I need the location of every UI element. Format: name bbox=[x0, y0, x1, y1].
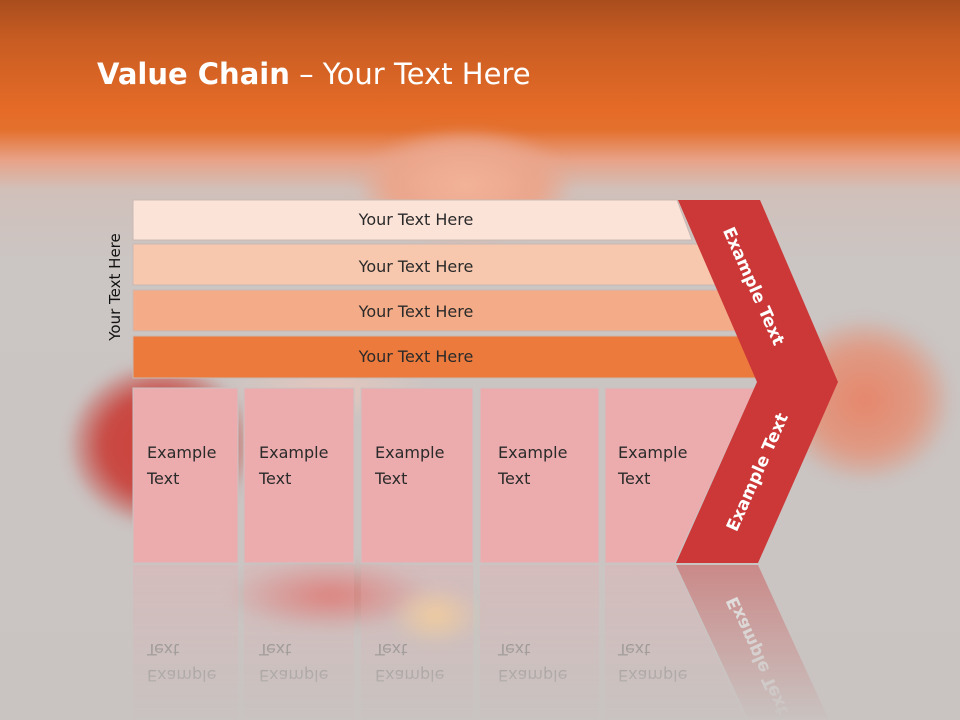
reflection-text-5: ExampleText bbox=[617, 640, 687, 685]
bar-label-2: Your Text Here bbox=[358, 257, 474, 276]
reflection-cell-4 bbox=[480, 565, 599, 720]
bar-label-4: Your Text Here bbox=[358, 347, 474, 366]
cell-box-1[interactable] bbox=[132, 387, 239, 564]
reflection-chevron bbox=[676, 565, 829, 720]
reflection-cell-2 bbox=[244, 565, 354, 720]
reflection-text-4: ExampleText bbox=[497, 640, 567, 685]
reflection-text-3: ExampleText bbox=[374, 640, 444, 685]
diagram-reflection: ExampleText ExampleText ExampleText Exam… bbox=[133, 565, 829, 720]
bar-shape-1[interactable] bbox=[132, 199, 693, 241]
bar-label-3: Your Text Here bbox=[358, 302, 474, 321]
cell-box-4[interactable] bbox=[479, 387, 600, 564]
cell-box-3[interactable] bbox=[360, 387, 474, 564]
bar-label-1: Your Text Here bbox=[358, 210, 474, 229]
reflection-text-1: ExampleText bbox=[146, 640, 216, 685]
reflection-cell-1 bbox=[133, 565, 238, 720]
bar-row: Your Text Here Your Text Here Your Text … bbox=[132, 199, 763, 379]
reflection-cell-5 bbox=[605, 565, 746, 720]
page-title: Value Chain – Your Text Here bbox=[97, 52, 531, 96]
reflection-cell-3 bbox=[361, 565, 473, 720]
cell-box-2[interactable] bbox=[243, 387, 355, 564]
title-bold: Value Chain bbox=[97, 57, 290, 91]
cell-box-5[interactable] bbox=[604, 387, 756, 564]
reflection-text-2: ExampleText bbox=[258, 640, 328, 685]
title-rest: – Your Text Here bbox=[289, 57, 531, 91]
chevron-shape[interactable] bbox=[676, 200, 838, 563]
